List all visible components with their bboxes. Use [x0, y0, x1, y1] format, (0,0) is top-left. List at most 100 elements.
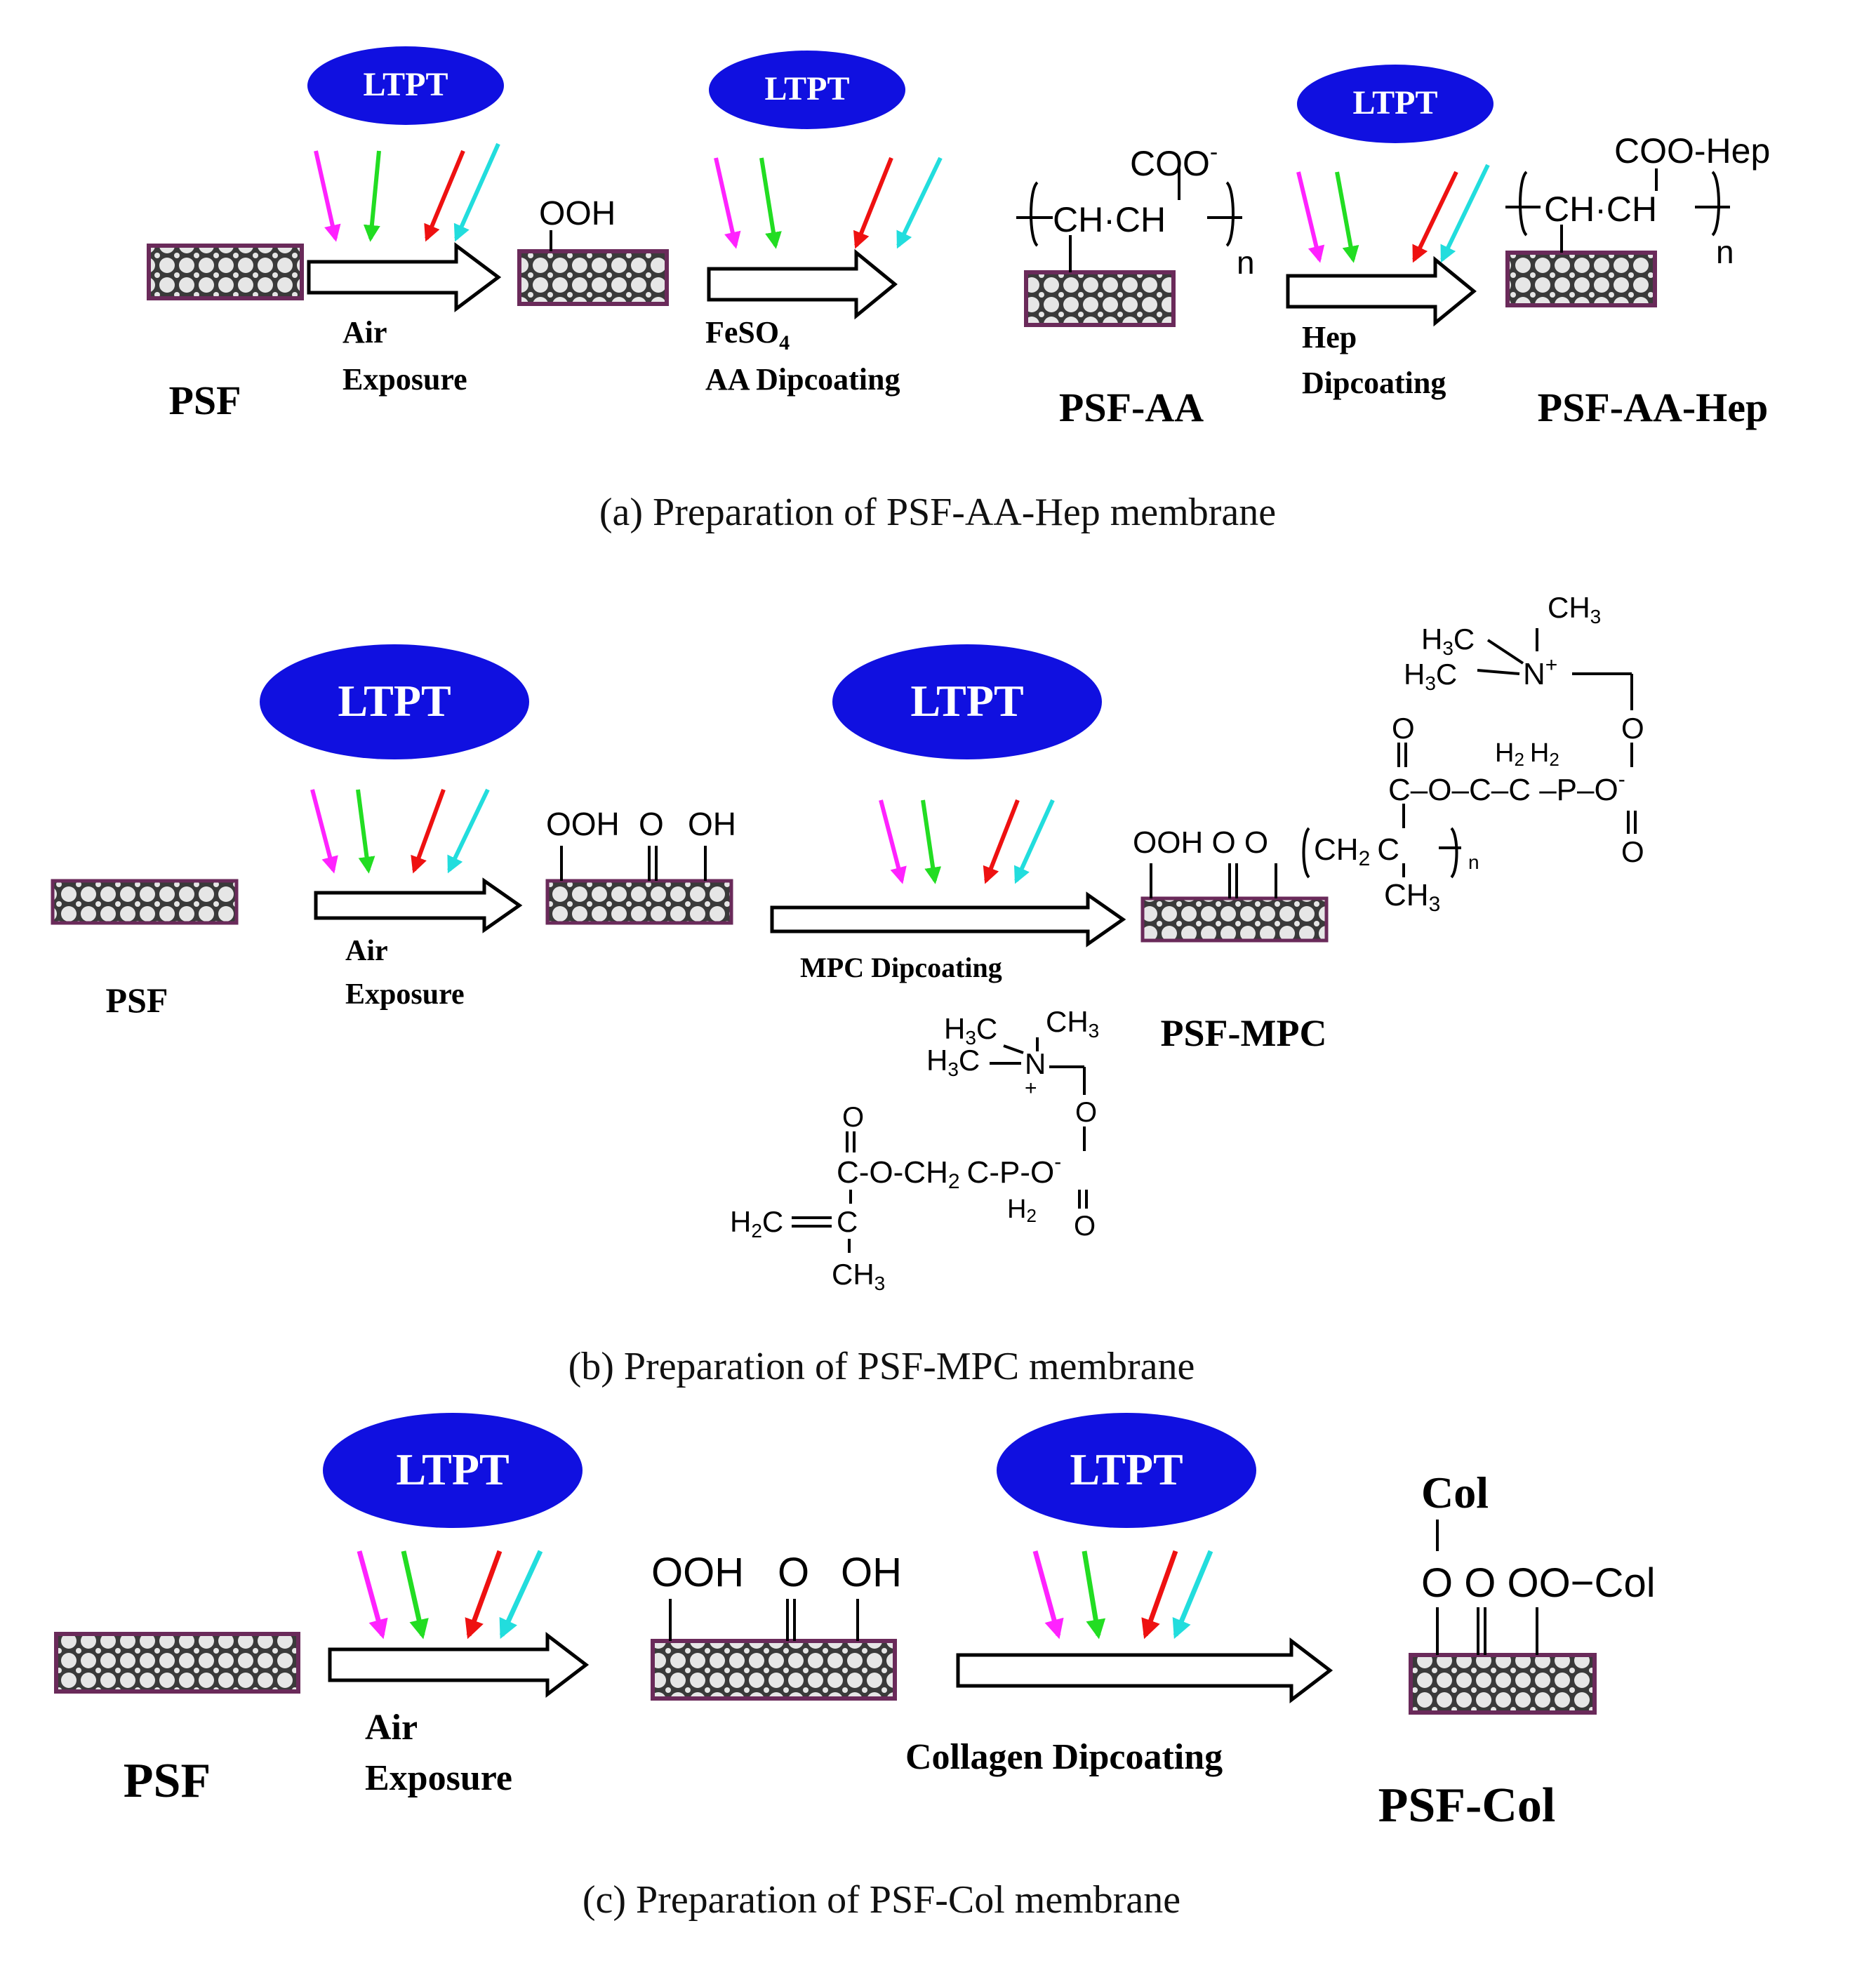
group-label: O	[1075, 1097, 1097, 1128]
step-label: Air	[345, 935, 388, 967]
ltpt-ellipse-icon: LTPT	[260, 644, 529, 759]
process-arrow-icon	[1286, 255, 1477, 327]
group-label: OOH O O	[1133, 825, 1268, 860]
aa-polymer-structure: CH·CH COO- n	[1016, 139, 1255, 281]
group-label: COO-	[1130, 139, 1218, 183]
product-label: PSF-AA-Hep	[1538, 385, 1769, 430]
group-label: O	[1621, 835, 1644, 868]
chain-label: CH·CH	[1053, 200, 1166, 239]
repeat-index: n	[1237, 244, 1255, 281]
plasma-rays-icon	[1032, 1550, 1213, 1640]
product-label: PSF-MPC	[1161, 1012, 1327, 1054]
membrane-icon	[1024, 270, 1176, 327]
chain-label: CH·CH	[1544, 190, 1657, 229]
psf-label: PSF	[168, 378, 241, 423]
ltpt-label: LTPT	[364, 66, 448, 103]
group-label: OOH	[546, 806, 620, 842]
group-label: O	[778, 1550, 809, 1595]
membrane-icon	[1409, 1653, 1597, 1715]
ltpt-label: LTPT	[1070, 1444, 1183, 1494]
membrane-icon	[51, 879, 239, 925]
ltpt-ellipse-icon: LTPT	[1297, 65, 1494, 143]
step-label: Collagen Dipcoating	[905, 1737, 1223, 1777]
group-label: O	[842, 1102, 864, 1133]
panel-a: LTPT LTPT LTPT	[147, 46, 1770, 534]
charge-label: +	[1025, 1077, 1037, 1100]
plasma-rays-icon	[879, 799, 1055, 884]
step-label: Exposure	[345, 978, 465, 1011]
product-label: PSF-Col	[1378, 1779, 1556, 1833]
process-arrow-icon	[314, 877, 523, 933]
ltpt-ellipse-icon: LTPT	[997, 1413, 1256, 1528]
ltpt-ellipse-icon: LTPT	[832, 644, 1102, 759]
membrane-icon	[147, 244, 304, 300]
group-label: Col	[1421, 1468, 1489, 1517]
group-label: CH3	[832, 1258, 885, 1294]
step-label: FeSO4	[705, 315, 790, 354]
ltpt-ellipse-icon: LTPT	[709, 51, 905, 129]
ltpt-label: LTPT	[396, 1444, 509, 1494]
plasma-rays-icon	[310, 788, 490, 874]
group-label: CH3	[1384, 878, 1440, 916]
group-label: O	[1074, 1211, 1096, 1242]
membrane-icon	[651, 1639, 897, 1701]
group-label: H2C	[730, 1205, 783, 1242]
group-label: O	[1392, 712, 1415, 745]
group-label: N	[1025, 1047, 1046, 1080]
ltpt-ellipse-icon: LTPT	[307, 46, 504, 125]
membrane-icon	[545, 879, 733, 925]
plasma-rays-icon	[1296, 164, 1490, 263]
oxidized-groups: OOH O OH	[651, 1550, 902, 1641]
plasma-rays-icon	[314, 142, 500, 242]
product-label: PSF-AA	[1059, 385, 1204, 430]
group-label: CH3	[1548, 591, 1601, 627]
group-label: O	[639, 806, 664, 842]
oxidized-groups: OOH O OH	[546, 806, 736, 881]
group-label: C	[837, 1205, 858, 1238]
group-label: H3C	[944, 1012, 997, 1049]
step-label: Air	[365, 1708, 418, 1748]
repeat-index: n	[1716, 234, 1734, 270]
step-label: MPC Dipcoating	[800, 952, 1002, 983]
group-label: H3C	[1421, 623, 1475, 659]
repeat-index: n	[1468, 851, 1479, 873]
step-label: Air	[342, 315, 387, 350]
panel-b: LTPT LTPT PSF Air Exposure	[51, 591, 1644, 1388]
hep-polymer-structure: CH·CH COO-Hep n	[1505, 131, 1770, 270]
step-label: Exposure	[365, 1758, 512, 1798]
membrane-icon	[517, 249, 669, 306]
process-arrow-icon	[707, 248, 898, 320]
caption: (a) Preparation of PSF-AA-Hep membrane	[599, 491, 1276, 534]
group-label: OOH	[539, 195, 616, 232]
group-label: OH	[841, 1550, 902, 1595]
group-label: OH	[688, 806, 736, 842]
step-label: Hep	[1302, 320, 1357, 354]
membrane-icon	[54, 1632, 300, 1694]
ltpt-label: LTPT	[765, 70, 850, 107]
panel-c: LTPT LTPT PSF Air Exposure	[54, 1413, 1656, 1922]
group-label: H3C	[926, 1044, 980, 1080]
step-label: AA Dipcoating	[705, 362, 900, 397]
group-label: OOH	[651, 1550, 744, 1595]
group-label: O O OO−Col	[1421, 1560, 1656, 1606]
process-arrow-icon	[770, 891, 1126, 948]
group-label: N+	[1523, 653, 1557, 691]
group-label: H2	[1007, 1195, 1037, 1226]
ltpt-label: LTPT	[910, 676, 1023, 726]
plasma-rays-icon	[357, 1550, 543, 1640]
process-arrow-icon	[307, 242, 502, 312]
caption: (b) Preparation of PSF-MPC membrane	[568, 1345, 1195, 1388]
group-label: H3C	[1404, 658, 1457, 694]
membrane-icon	[1505, 251, 1657, 307]
step-label: Dipcoating	[1302, 366, 1446, 400]
group-label: O	[1621, 712, 1644, 745]
ltpt-label: LTPT	[338, 676, 451, 726]
group-label: CH3	[1046, 1005, 1099, 1042]
collagen-grafted-structure: Col O O OO−Col	[1421, 1468, 1656, 1655]
